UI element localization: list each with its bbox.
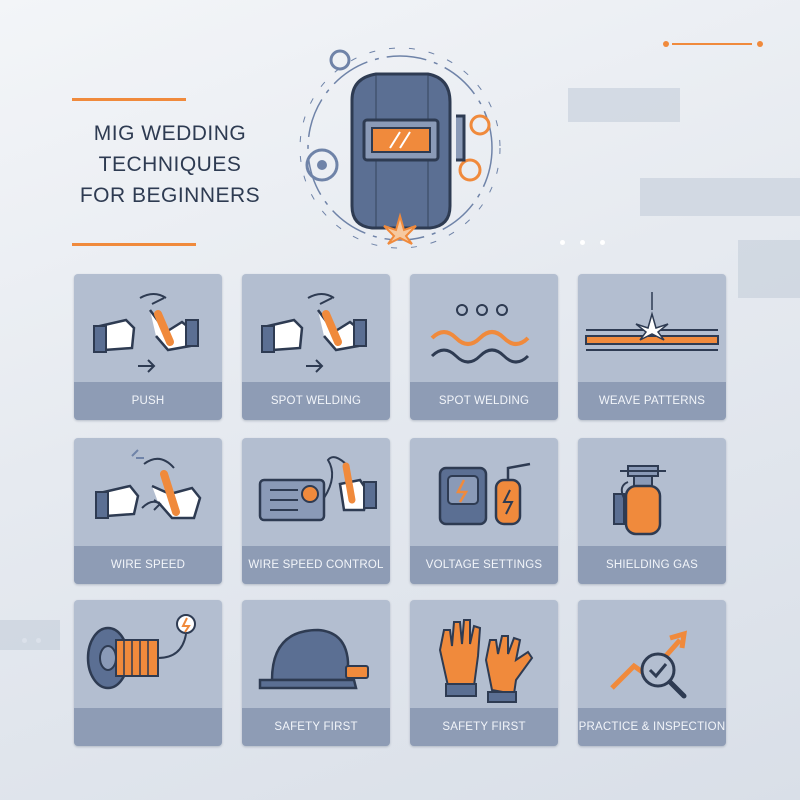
technique-card: PRACTICE & INSPECTION [578, 600, 726, 746]
torch-push-icon [261, 293, 367, 373]
title-line-3: FOR BEGINNERS [79, 184, 261, 207]
technique-card: WEAVE PATTERNS [578, 274, 726, 420]
technique-card: SPOT WELDING [242, 274, 390, 420]
welding-machine-icon [258, 456, 377, 522]
technique-card: WIRE SPEED CONTROL [242, 438, 390, 584]
technique-card: SHIELDING GAS [578, 438, 726, 584]
title-line-2: TECHNIQUES [98, 153, 242, 176]
gas-cylinder-icon [613, 465, 666, 536]
background-bar [0, 620, 60, 650]
title-rule-bottom [72, 243, 196, 246]
technique-card: PUSH [74, 274, 222, 420]
title-line-1: MIG WEDDING [93, 122, 247, 145]
background-bar [738, 240, 800, 298]
wire-spool-icon [86, 614, 196, 690]
technique-card: VOLTAGE SETTINGS [410, 438, 558, 584]
welding-helmet-icon [299, 47, 501, 249]
gloves-icon [438, 619, 534, 703]
technique-card-label: PUSH [74, 382, 222, 420]
technique-card: WIRE SPEED [74, 438, 222, 584]
technique-card-label: SPOT WELDING [242, 382, 390, 420]
magnifier-check-icon [610, 630, 688, 699]
decor-dot [560, 240, 565, 245]
technique-card: SAFETY FIRST [410, 600, 558, 746]
power-unit-extinguisher-icon [438, 462, 531, 526]
technique-card-label: WIRE SPEED [74, 546, 222, 584]
hard-hat-icon [258, 628, 369, 690]
technique-card: SPOT WELDING [410, 274, 558, 420]
technique-card-label: SHIELDING GAS [578, 546, 726, 584]
decor-dot [580, 240, 585, 245]
page-title: MIG WEDDING TECHNIQUES FOR BEGINNERS [60, 118, 280, 211]
technique-card-label: SPOT WELDING [410, 382, 558, 420]
background-bar [568, 88, 680, 122]
technique-card [74, 600, 222, 746]
technique-card-label: SAFETY FIRST [242, 708, 390, 746]
title-rule-top [72, 98, 186, 101]
background-bar [640, 178, 800, 216]
decor-dot [22, 638, 27, 643]
weld-wave-icon [430, 304, 530, 364]
weld-bead-spark-icon [585, 292, 719, 351]
accent-line-decoration [663, 41, 763, 47]
technique-card-label: PRACTICE & INSPECTION [578, 708, 726, 746]
technique-card: SAFETY FIRST [242, 600, 390, 746]
technique-card-label: SAFETY FIRST [410, 708, 558, 746]
technique-card-label [74, 708, 222, 746]
technique-card-label: VOLTAGE SETTINGS [410, 546, 558, 584]
decor-dot [600, 240, 605, 245]
torch-push-icon [93, 293, 199, 373]
decor-dot [36, 638, 41, 643]
technique-card-label: WEAVE PATTERNS [578, 382, 726, 420]
torch-hand-icon [95, 449, 202, 520]
technique-card-label: WIRE SPEED CONTROL [242, 546, 390, 584]
